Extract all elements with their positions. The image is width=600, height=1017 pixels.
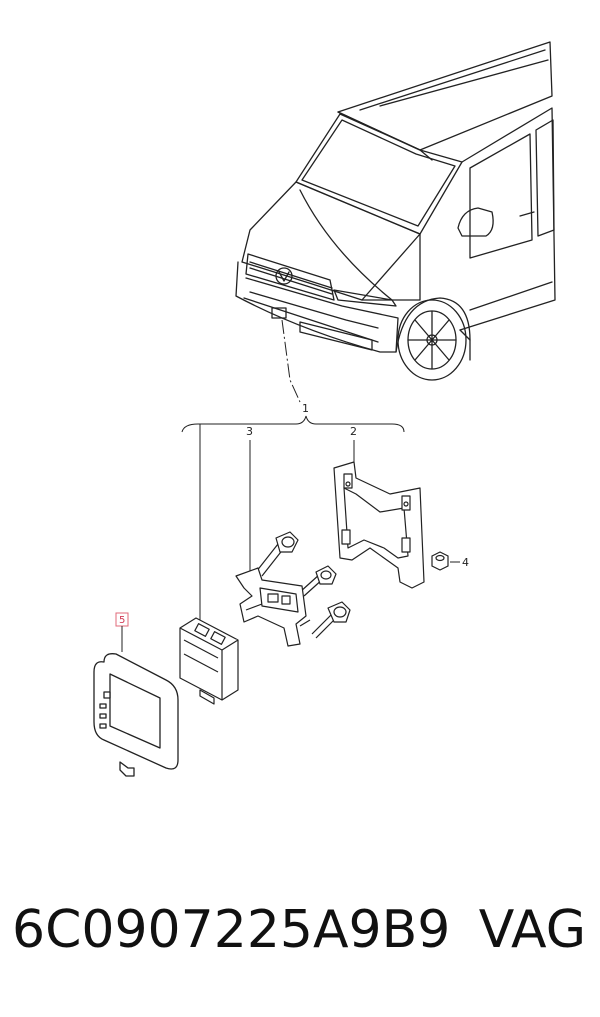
callout-2-label: 2 bbox=[350, 425, 357, 438]
callout-1-label: 1 bbox=[302, 402, 309, 415]
bracket-assembly bbox=[235, 531, 351, 647]
vehicle-illustration bbox=[235, 41, 556, 381]
control-unit bbox=[179, 617, 239, 705]
parts-exploded-diagram: 1 3 2 4 bbox=[93, 41, 556, 777]
callout-4-label: 4 bbox=[462, 556, 469, 569]
part-number-text: 6C0907225A9B9 bbox=[12, 900, 451, 960]
callout-5-label: 5 bbox=[119, 615, 125, 626]
leader-line-vehicle bbox=[281, 319, 301, 403]
group-bracket bbox=[181, 415, 405, 433]
mounting-plate bbox=[333, 461, 425, 589]
nut-part bbox=[431, 551, 449, 571]
callout-3-label: 3 bbox=[246, 425, 253, 438]
cover-frame-part bbox=[93, 653, 179, 777]
brand-text: VAG bbox=[478, 900, 586, 960]
